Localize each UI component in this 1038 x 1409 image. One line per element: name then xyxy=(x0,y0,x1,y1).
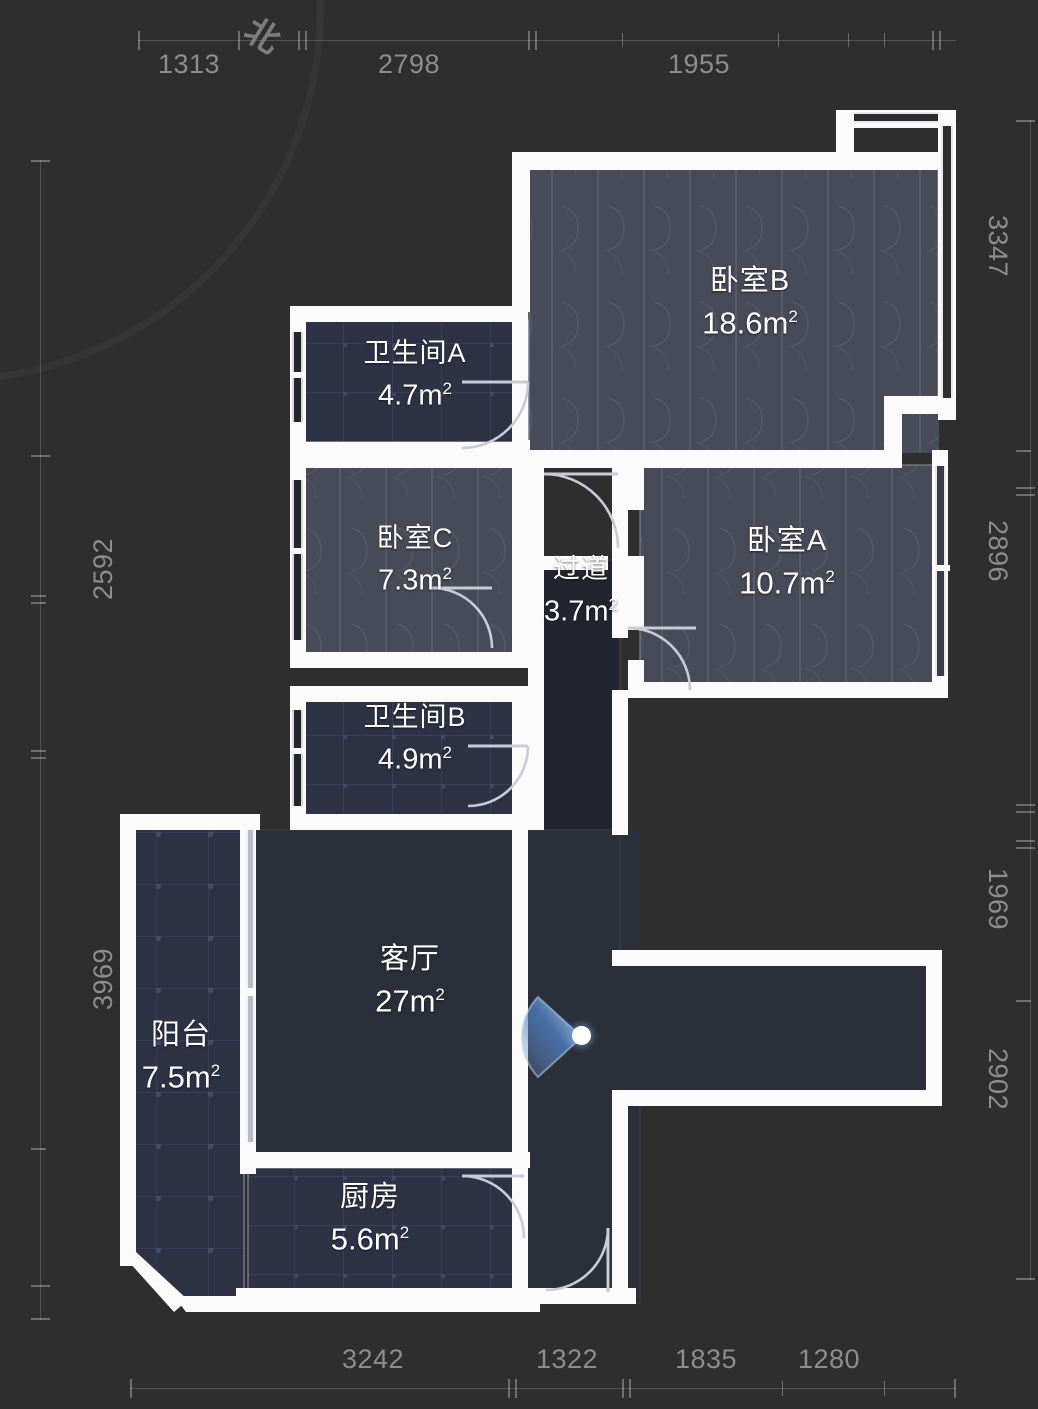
ruler-tick xyxy=(1016,450,1031,452)
ruler-tick xyxy=(1016,804,1035,806)
dimension-top-2: 1955 xyxy=(668,49,731,79)
ruler-tick xyxy=(238,31,240,50)
dimension-top-1: 2798 xyxy=(378,49,441,79)
room-fill-bathroom-b xyxy=(302,699,529,816)
windows xyxy=(240,112,953,1154)
ruler-tick xyxy=(31,757,46,759)
ruler-tick xyxy=(1016,494,1035,496)
ruler-top-line xyxy=(138,40,956,41)
view-position-dot[interactable] xyxy=(572,1026,591,1045)
ruler-tick xyxy=(305,31,307,50)
dimension-bottom-3: 1280 xyxy=(798,1344,861,1374)
ruler-left-line xyxy=(40,160,41,1320)
ruler-tick xyxy=(848,33,849,47)
ruler-tick xyxy=(31,1318,50,1320)
dimension-bottom-1: 1322 xyxy=(536,1344,599,1374)
dimension-bottom-2: 1835 xyxy=(675,1344,738,1374)
door-swings xyxy=(431,380,696,1292)
ruler-tick xyxy=(884,33,885,47)
view-direction-cone xyxy=(521,995,584,1079)
ruler-tick xyxy=(1016,487,1035,489)
ruler-tick xyxy=(31,1148,46,1150)
ruler-tick xyxy=(535,31,537,50)
ruler-tick xyxy=(1016,840,1035,842)
ruler-tick xyxy=(31,160,50,162)
ruler-tick xyxy=(1016,1000,1031,1002)
ruler-tick xyxy=(622,33,623,47)
ruler-tick xyxy=(1016,1278,1035,1280)
ruler-tick xyxy=(138,31,140,50)
ruler-tick xyxy=(298,31,300,50)
ruler-tick xyxy=(130,1379,132,1398)
room-fill-kitchen xyxy=(247,1167,521,1299)
room-fill-bedroom-c xyxy=(302,465,529,663)
ruler-tick xyxy=(782,1381,783,1396)
ruler-tick xyxy=(629,1379,631,1398)
ruler-tick xyxy=(31,1285,50,1287)
room-fill-hallway xyxy=(542,559,621,831)
room-fill-balcony xyxy=(129,827,245,1304)
ruler-tick xyxy=(1016,811,1035,813)
ruler-tick xyxy=(884,1381,885,1396)
ruler-tick xyxy=(954,1379,956,1398)
dimension-top-0: 1313 xyxy=(158,49,221,79)
ruler-tick xyxy=(31,595,46,597)
ruler-tick xyxy=(778,33,779,47)
room-fill-bedroom-a xyxy=(639,464,935,686)
ruler-tick xyxy=(1016,120,1035,122)
ruler-tick xyxy=(939,31,941,50)
ruler-tick xyxy=(515,1379,517,1398)
ruler-tick xyxy=(1016,847,1035,849)
ruler-right-line xyxy=(1030,120,1031,1280)
ruler-tick xyxy=(31,455,50,457)
ruler-tick xyxy=(508,1379,510,1398)
ruler-tick xyxy=(31,750,46,752)
ruler-tick xyxy=(528,31,530,50)
ruler-tick xyxy=(31,602,46,604)
ruler-bottom-line xyxy=(130,1388,956,1389)
dimension-bottom-0: 3242 xyxy=(342,1344,405,1374)
ruler-tick xyxy=(932,31,934,50)
ruler-tick xyxy=(622,1379,624,1398)
